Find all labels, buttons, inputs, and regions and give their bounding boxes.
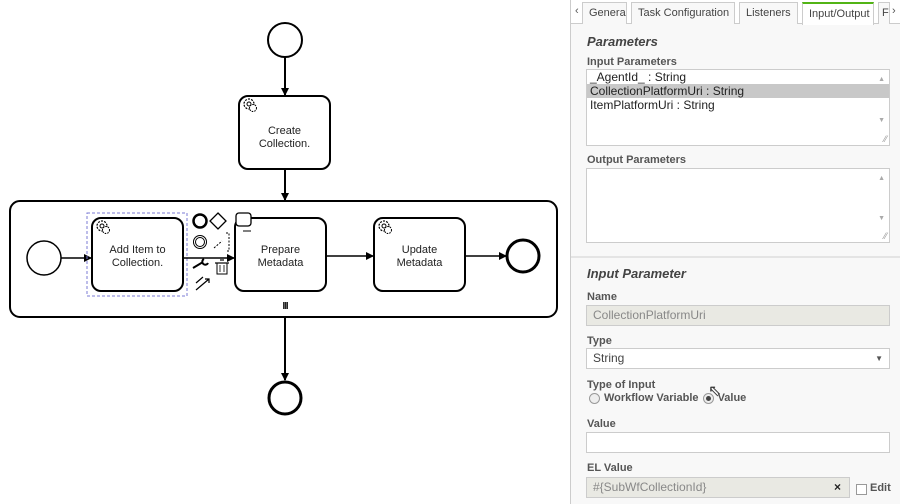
- value-input[interactable]: [586, 432, 890, 453]
- output-parameters-list[interactable]: ▲ ▼ ⁄⁄: [586, 168, 890, 243]
- tab-general[interactable]: General: [582, 2, 627, 24]
- scroll-down-icon[interactable]: ▼: [878, 215, 885, 222]
- connect-icon[interactable]: [195, 276, 210, 291]
- tab-f[interactable]: F: [878, 2, 890, 24]
- type-of-input-label: Type of Input: [587, 379, 656, 391]
- input-parameters-list[interactable]: _AgentId_ : String CollectionPlatformUri…: [586, 69, 890, 146]
- resize-grip-icon[interactable]: ⁄⁄: [883, 231, 887, 241]
- bpmn-canvas[interactable]: Create Collection. Add Item to Collectio…: [0, 0, 568, 504]
- scroll-up-icon[interactable]: ▲: [878, 76, 885, 83]
- input-parameter-item-selected[interactable]: CollectionPlatformUri : String: [587, 84, 889, 98]
- task-add-item[interactable]: [91, 217, 184, 292]
- tab-scroll-right-icon[interactable]: ›: [892, 5, 896, 17]
- el-value-field: #{SubWfCollectionId} ×: [586, 477, 850, 498]
- append-gateway-icon[interactable]: [209, 212, 227, 230]
- edit-label[interactable]: Edit: [870, 482, 891, 494]
- properties-panel: ‹ General Task Configuration Listeners I…: [570, 0, 900, 504]
- append-intermediate-event-inner-icon: [195, 237, 205, 247]
- mouse-cursor-icon: ⇖: [708, 383, 722, 400]
- input-parameters-label: Input Parameters: [587, 56, 677, 68]
- type-label: Type: [587, 335, 612, 347]
- name-field: CollectionPlatformUri: [586, 305, 890, 326]
- value-label: Value: [587, 418, 616, 430]
- tab-listeners[interactable]: Listeners: [739, 2, 798, 24]
- trash-icon[interactable]: [215, 259, 229, 275]
- input-parameter-item[interactable]: _AgentId_ : String: [590, 70, 687, 84]
- end-event-bottom[interactable]: [267, 380, 303, 416]
- tab-bar: ‹ General Task Configuration Listeners I…: [571, 0, 900, 25]
- type-select-value: String: [593, 351, 625, 365]
- change-type-wrench-icon[interactable]: [192, 258, 209, 269]
- clear-icon[interactable]: ×: [833, 480, 841, 494]
- radio-value[interactable]: [702, 392, 714, 404]
- name-label: Name: [587, 291, 617, 303]
- input-list-scrollbar[interactable]: ▲ ▼: [875, 70, 889, 145]
- edit-checkbox[interactable]: [856, 484, 867, 495]
- append-task-icon[interactable]: [235, 212, 252, 227]
- text-annotation-icon[interactable]: [213, 232, 230, 252]
- scroll-up-icon[interactable]: ▲: [878, 175, 885, 182]
- el-value-text: #{SubWfCollectionId}: [593, 480, 707, 494]
- gear-icon: [243, 98, 257, 112]
- task-prepare-metadata[interactable]: [234, 217, 327, 292]
- append-end-event-icon[interactable]: [192, 213, 208, 229]
- tab-input-output[interactable]: Input/Output: [802, 2, 874, 25]
- start-event-top[interactable]: [267, 22, 303, 58]
- radio-value-label[interactable]: Value: [717, 392, 747, 404]
- sub-end-event[interactable]: [505, 238, 541, 274]
- task-update-metadata[interactable]: [373, 217, 466, 292]
- section-divider: [571, 256, 900, 258]
- selection-outline: [86, 212, 188, 297]
- output-parameters-label: Output Parameters: [587, 154, 687, 166]
- output-list-scrollbar[interactable]: ▲ ▼: [875, 169, 889, 242]
- gear-icon: [378, 220, 392, 234]
- gear-icon: [96, 220, 110, 234]
- radio-workflow-variable-label[interactable]: Workflow Variable: [604, 392, 699, 404]
- type-of-input-radios: Workflow Variable Value: [589, 392, 746, 404]
- scroll-down-icon[interactable]: ▼: [878, 117, 885, 124]
- radio-workflow-variable[interactable]: [589, 392, 600, 404]
- type-select[interactable]: String ▼: [586, 348, 890, 369]
- tab-scroll-left-icon[interactable]: ‹: [575, 5, 579, 17]
- input-parameter-title: Input Parameter: [587, 266, 686, 281]
- bpmn-diagram[interactable]: [0, 0, 568, 504]
- resize-grip-icon[interactable]: ⁄⁄: [883, 134, 887, 144]
- chevron-down-icon: ▼: [875, 354, 883, 363]
- parameters-title: Parameters: [587, 34, 658, 49]
- el-value-label: EL Value: [587, 462, 633, 474]
- input-parameter-item[interactable]: ItemPlatformUri : String: [590, 98, 715, 112]
- tab-task-configuration[interactable]: Task Configuration: [631, 2, 735, 24]
- sub-start-event[interactable]: [26, 240, 62, 276]
